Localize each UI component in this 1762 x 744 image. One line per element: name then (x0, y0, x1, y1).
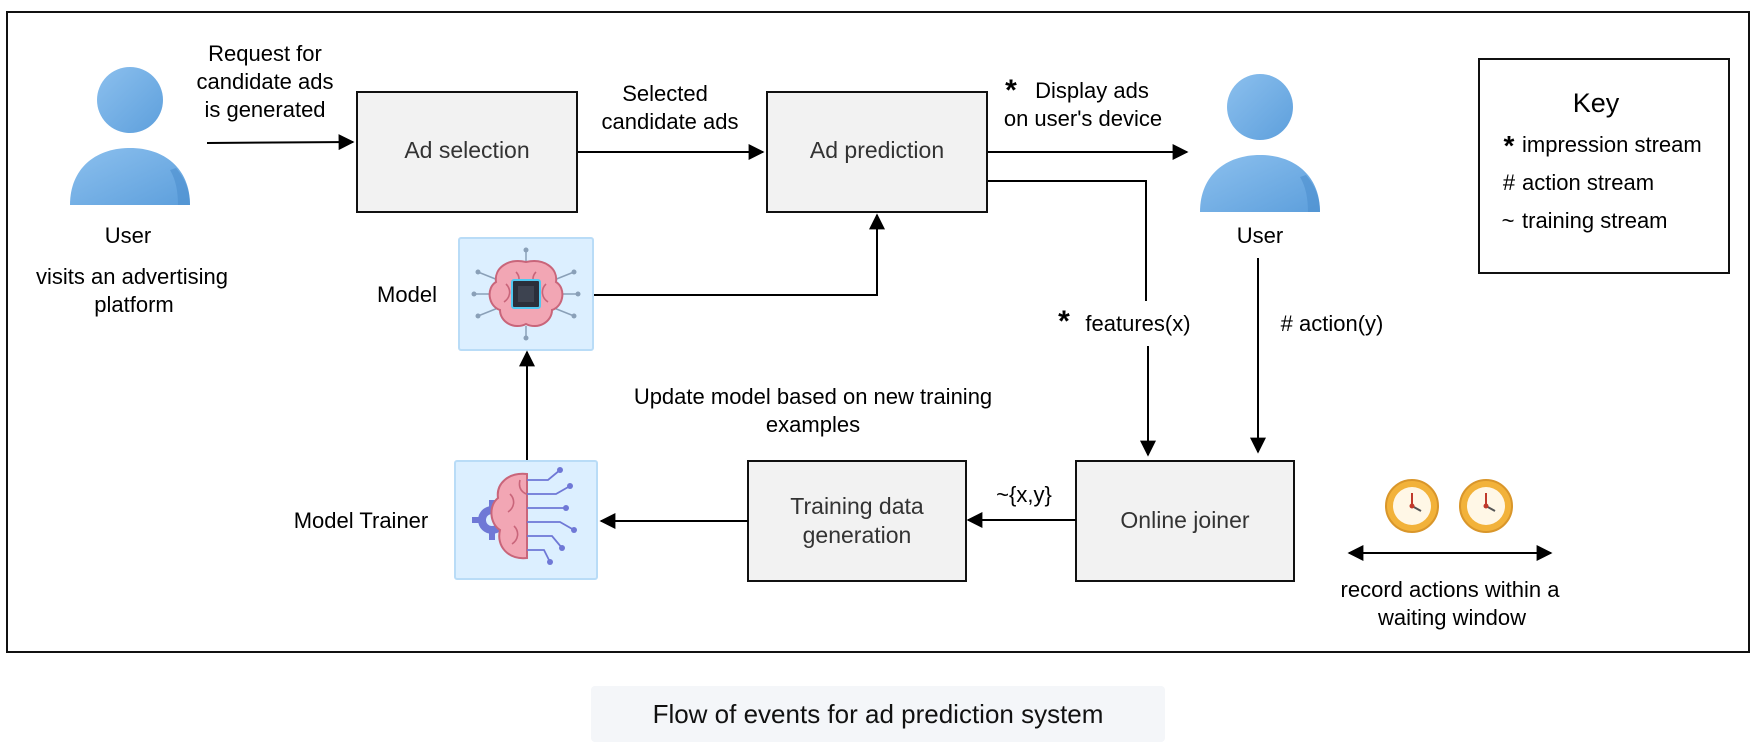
window-label-line-1: record actions within a (1341, 577, 1561, 602)
display-label-line-1: Display ads (1035, 78, 1149, 103)
arrow-request (206, 134, 355, 151)
brain-chip-icon (458, 237, 594, 351)
key-box: Key * impression stream # action stream … (1478, 58, 1730, 274)
key-text-action: action stream (1522, 170, 1654, 195)
key-text-training: training stream (1522, 208, 1668, 233)
training-data-line-2: generation (803, 522, 912, 548)
key-text-impression: impression stream (1522, 132, 1702, 157)
user-label-left: User (105, 223, 151, 248)
model-trainer-label: Model Trainer (294, 508, 429, 533)
update-label-line-1: Update model based on new training (634, 384, 992, 409)
training-data-line-1: Training data (790, 493, 924, 519)
key-title: Key (1573, 88, 1620, 118)
key-marker-training: ~ (1502, 208, 1515, 233)
xy-label: ~{x,y} (996, 482, 1052, 507)
request-label-line-1: Request for (208, 41, 322, 66)
ad-prediction-box: Ad prediction (766, 91, 988, 213)
features-label: features(x) (1085, 311, 1190, 336)
ad-selection-box: Ad selection (356, 91, 578, 213)
brain-circuit-icon (454, 460, 598, 580)
request-label-line-3: is generated (204, 97, 325, 122)
caption-text: Flow of events for ad prediction system (652, 698, 1104, 729)
selected-label-line-1: Selected (622, 81, 708, 106)
figure-caption: Flow of events for ad prediction system (591, 686, 1165, 742)
user-icon (1200, 74, 1320, 212)
action-label: # action(y) (1281, 311, 1384, 336)
training-data-generation-box: Training data generation (747, 460, 967, 582)
key-marker-action: # (1503, 170, 1516, 195)
ad-selection-label: Ad selection (404, 137, 529, 163)
online-joiner-box: Online joiner (1075, 460, 1295, 582)
features-marker: * (1058, 305, 1070, 338)
key-marker-impression: * (1504, 130, 1515, 161)
arrow-model-to-prediction (594, 213, 885, 296)
line-features-upper (988, 180, 1147, 301)
user-desc-line-2: platform (94, 292, 173, 317)
user-icon (70, 67, 190, 205)
request-label-line-2: candidate ads (197, 69, 334, 94)
update-label-line-2: examples (766, 412, 860, 437)
clock-icon (1385, 479, 1439, 533)
online-joiner-label: Online joiner (1120, 507, 1249, 533)
ad-prediction-label: Ad prediction (810, 137, 944, 163)
selected-label-line-2: candidate ads (602, 109, 739, 134)
user-label-right: User (1237, 223, 1283, 248)
clock-icon (1459, 479, 1513, 533)
window-label-line-2: waiting window (1377, 605, 1526, 630)
display-label-line-2: on user's device (1004, 106, 1162, 131)
display-marker: * (1005, 74, 1017, 107)
user-desc-line-1: visits an advertising (36, 264, 228, 289)
model-label: Model (377, 282, 437, 307)
